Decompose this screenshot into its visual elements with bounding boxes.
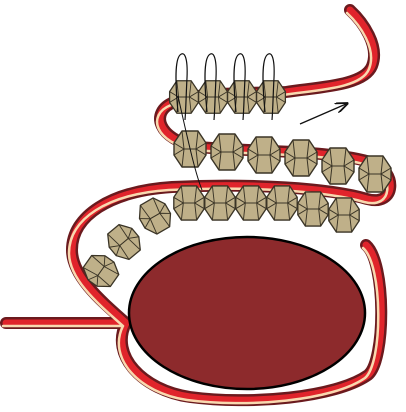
bead-middle-row — [285, 140, 317, 176]
bead-middle-row — [211, 134, 243, 170]
bead-side-arc — [134, 194, 176, 237]
bead-lower-row — [267, 186, 297, 220]
center-oval — [129, 237, 365, 389]
bead-top-row — [257, 81, 286, 113]
bead-middle-row — [359, 156, 391, 192]
bead-side-arc — [102, 220, 146, 264]
bead-middle-row — [322, 148, 354, 184]
bead-lower-row — [236, 186, 266, 220]
bead-top-row — [199, 81, 228, 113]
bead-top-row — [228, 81, 257, 113]
bead-top-row — [170, 81, 199, 113]
bead-lower-row — [174, 186, 204, 220]
arrow-right-up-icon — [300, 104, 346, 124]
bead-lower-row — [205, 186, 235, 220]
bead-lower-row — [329, 198, 359, 232]
bead-lower-row — [298, 192, 328, 226]
bead-middle-row — [248, 137, 280, 173]
